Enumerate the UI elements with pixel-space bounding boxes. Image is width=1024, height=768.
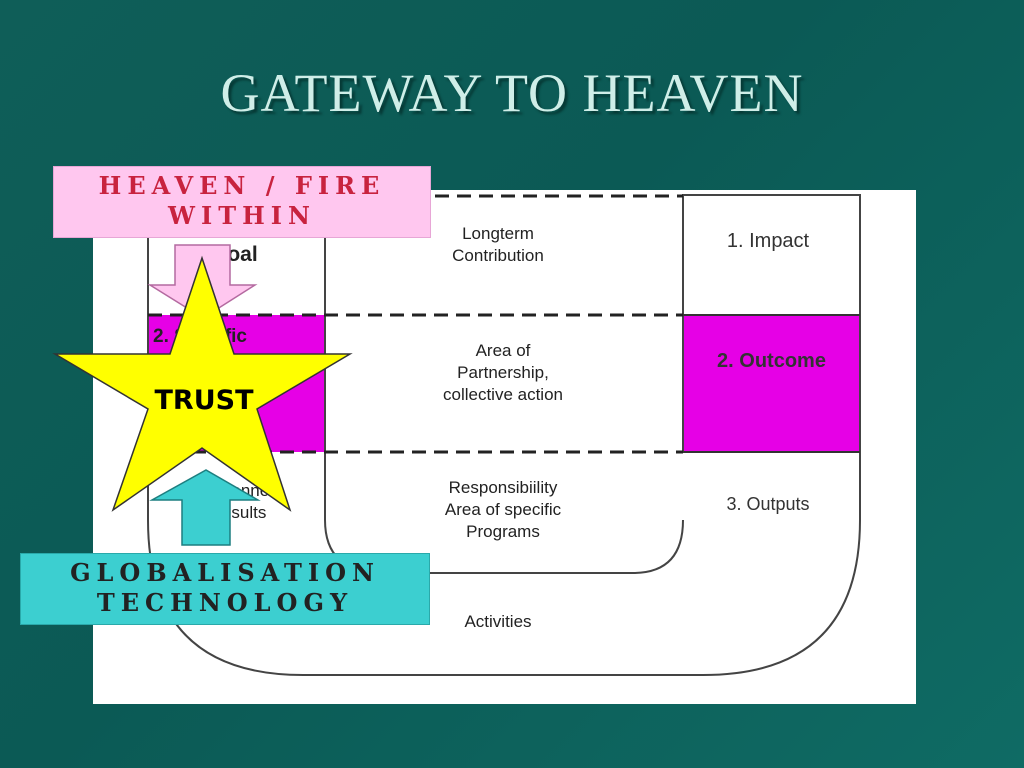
goal-label: Goal	[211, 243, 258, 266]
specific-label: 2. Specific	[153, 326, 247, 347]
slide-title: GATEWAY TO HEAVEN	[220, 63, 804, 123]
globalisation-box: GLOBALISATION TECHNOLOGY	[20, 553, 430, 625]
diagram-board: Goal 2. Specific 3. Planned Results Long…	[93, 190, 916, 704]
heaven-fire-box: HEAVEN / FIRE WITHIN	[53, 166, 431, 238]
results-label: Results	[209, 503, 267, 522]
trust-label: TRUST	[154, 385, 254, 416]
activities-label: Activities	[464, 612, 532, 631]
impact-label: 1. Impact	[726, 230, 810, 252]
planned-label: 3. Planned	[197, 481, 279, 500]
partnership-label: Area of Partnership, collective action	[442, 341, 563, 404]
responsibility-label: Responsibiility Area of specific Program…	[444, 478, 562, 541]
outputs-label: 3. Outputs	[726, 494, 810, 514]
longterm-label: Longterm Contribution	[452, 224, 544, 265]
outcome-label: 2. Outcome	[717, 350, 826, 372]
right-magenta-band	[683, 315, 860, 452]
